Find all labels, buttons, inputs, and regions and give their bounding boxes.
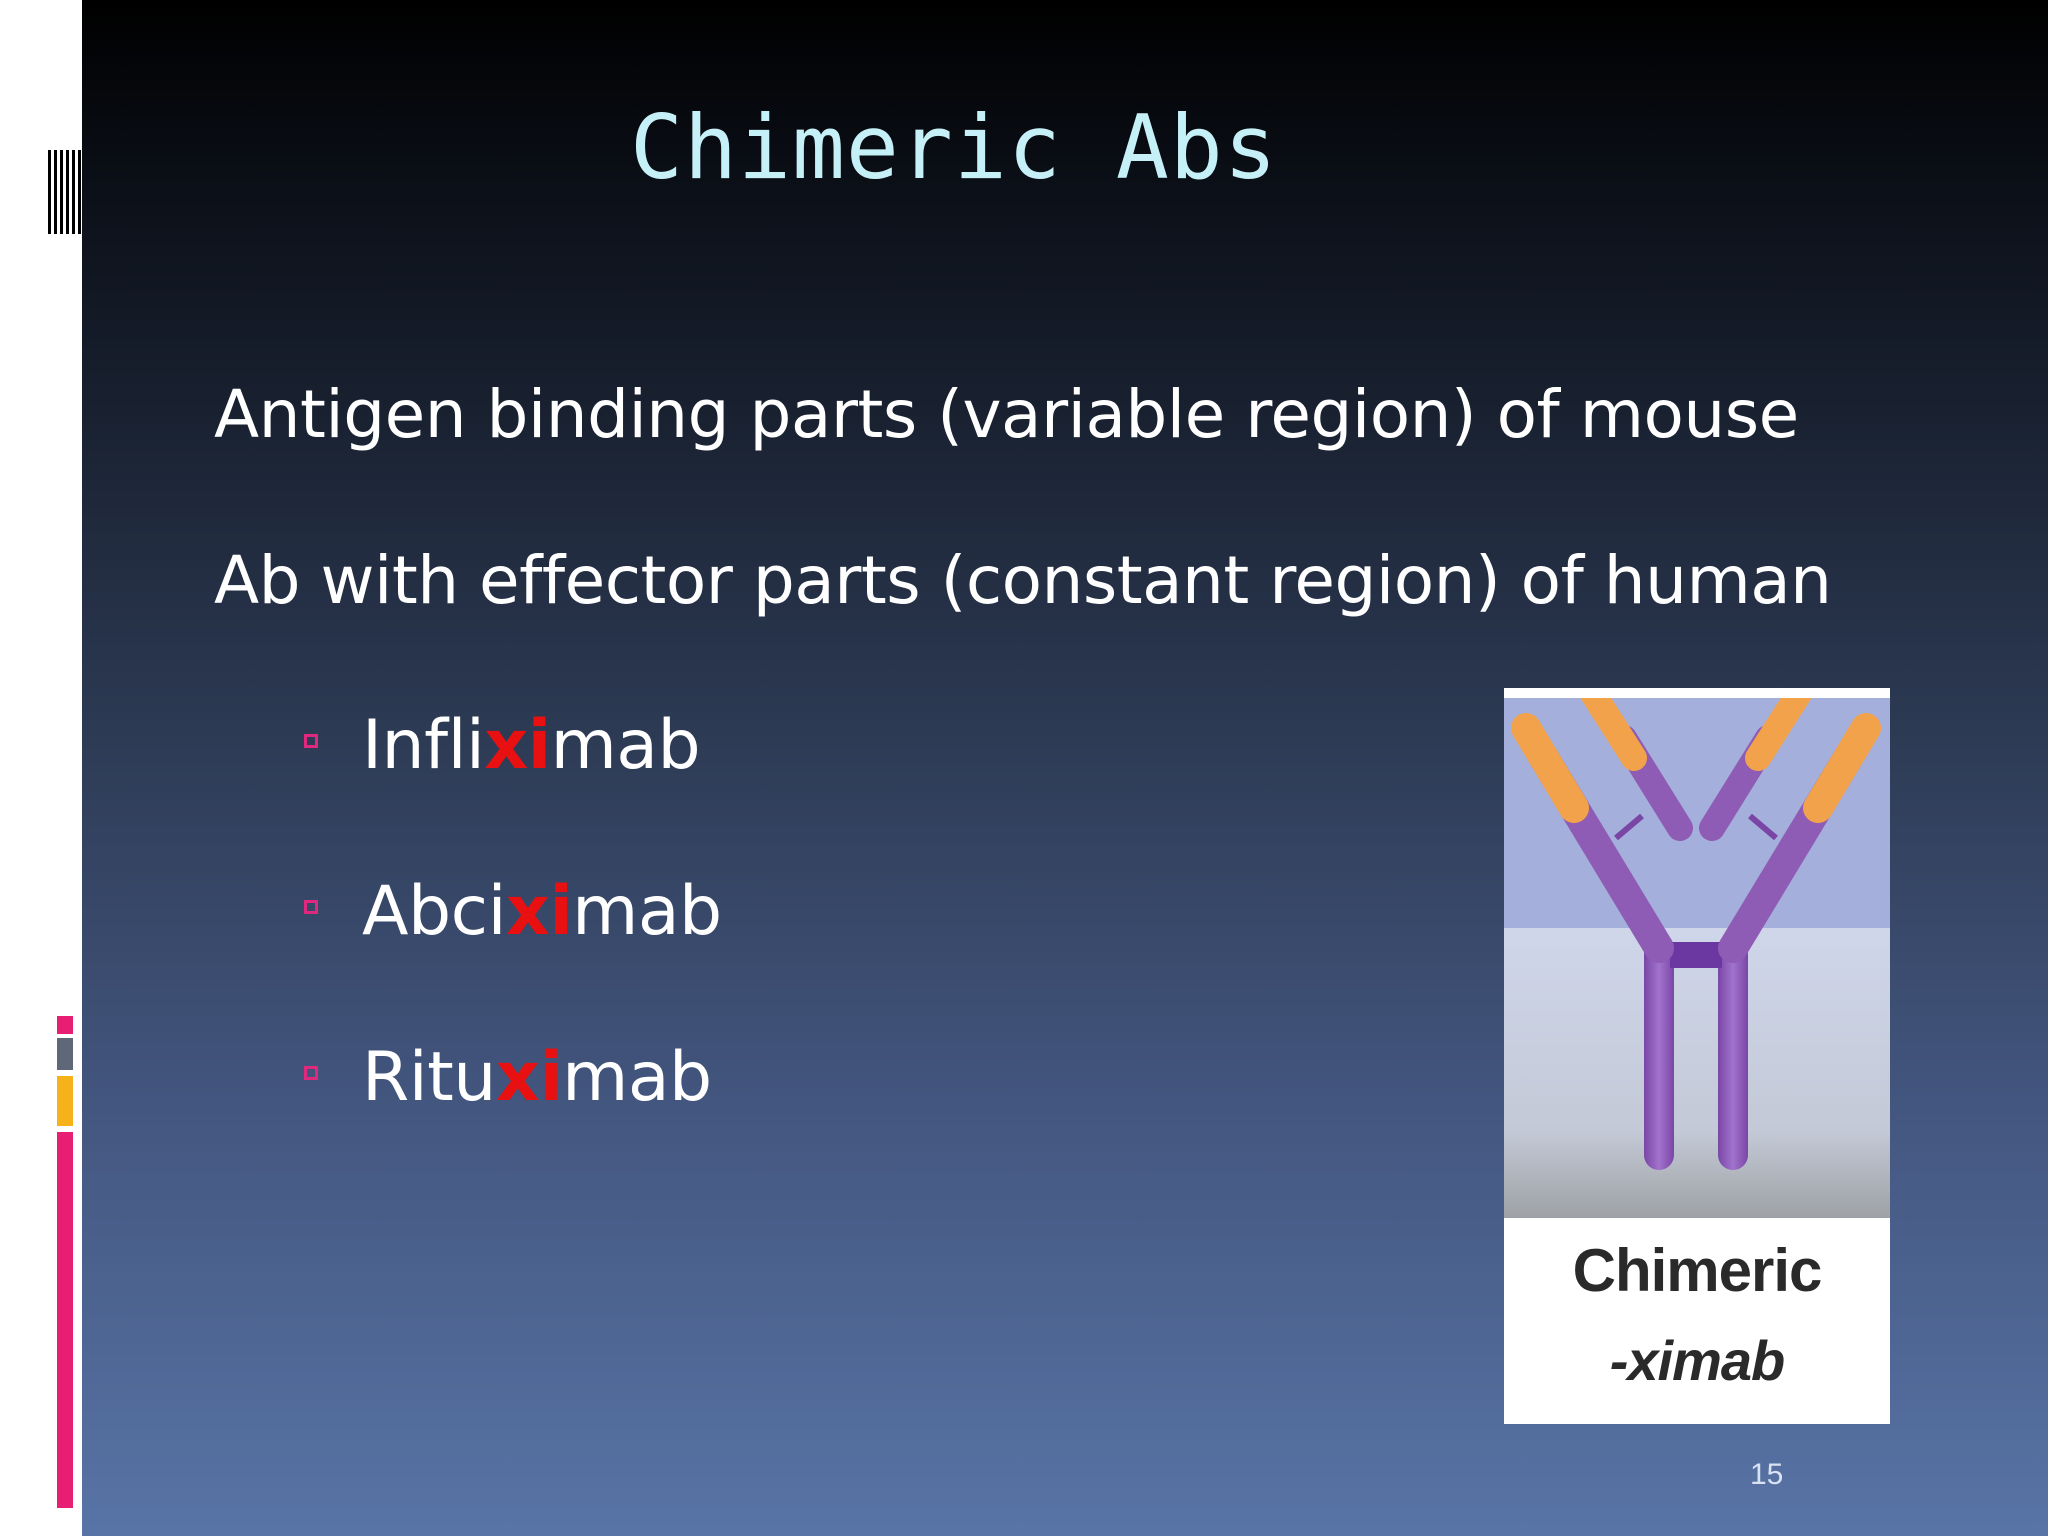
bullet-text: Infliximab (362, 706, 701, 785)
bullet-square-icon (304, 900, 318, 914)
figure-caption-chimeric: Chimeric (1572, 1237, 1823, 1304)
bullet-suffix: mab (572, 872, 722, 951)
deco-strip-pink-long (57, 1132, 73, 1508)
antibody-diagram-icon (1504, 698, 1890, 1218)
body-line-1: Antigen binding parts (variable region) … (214, 376, 1799, 453)
slide-title: Chimeric Abs (630, 96, 1278, 199)
bullet-prefix: Ritu (362, 1038, 496, 1117)
deco-strip-gray (57, 1038, 73, 1070)
bullet-item-infliximab: Infliximab (304, 706, 1704, 796)
bullet-highlight: xi (495, 1038, 563, 1117)
bullet-text: Rituximab (362, 1038, 712, 1117)
bullet-square-icon (304, 1066, 318, 1080)
chimeric-antibody-figure: Chimeric -ximab (1504, 688, 1890, 1424)
figure-caption-suffix: -ximab (1609, 1329, 1786, 1392)
bullet-prefix: Abci (362, 872, 506, 951)
bullet-prefix: Infli (362, 706, 485, 785)
left-margin (0, 0, 82, 1536)
bullet-item-abciximab: Abciximab (304, 872, 1704, 962)
deco-strip-orange (57, 1076, 73, 1126)
page-number: 15 (1750, 1458, 1784, 1491)
bullet-square-icon (304, 734, 318, 748)
body-line-2: Ab with effector parts (constant region)… (214, 542, 1832, 619)
deco-vertical-lines (48, 150, 82, 234)
bullet-suffix: mab (550, 706, 701, 785)
bullet-highlight: xi (505, 872, 573, 951)
bullet-suffix: mab (562, 1038, 712, 1117)
bullet-text: Abciximab (362, 872, 722, 951)
deco-strip-pink-top (57, 1016, 73, 1034)
bullet-highlight: xi (484, 706, 551, 785)
bullet-item-rituximab: Rituximab (304, 1038, 1704, 1128)
slide: Chimeric Abs Antigen binding parts (vari… (82, 0, 2048, 1536)
